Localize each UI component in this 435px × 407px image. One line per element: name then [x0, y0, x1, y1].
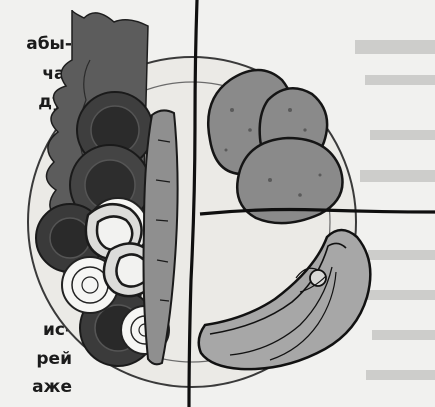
plate-illustration [0, 0, 435, 407]
page: абы- ча. дуг в и ис- рей аже [0, 0, 435, 407]
